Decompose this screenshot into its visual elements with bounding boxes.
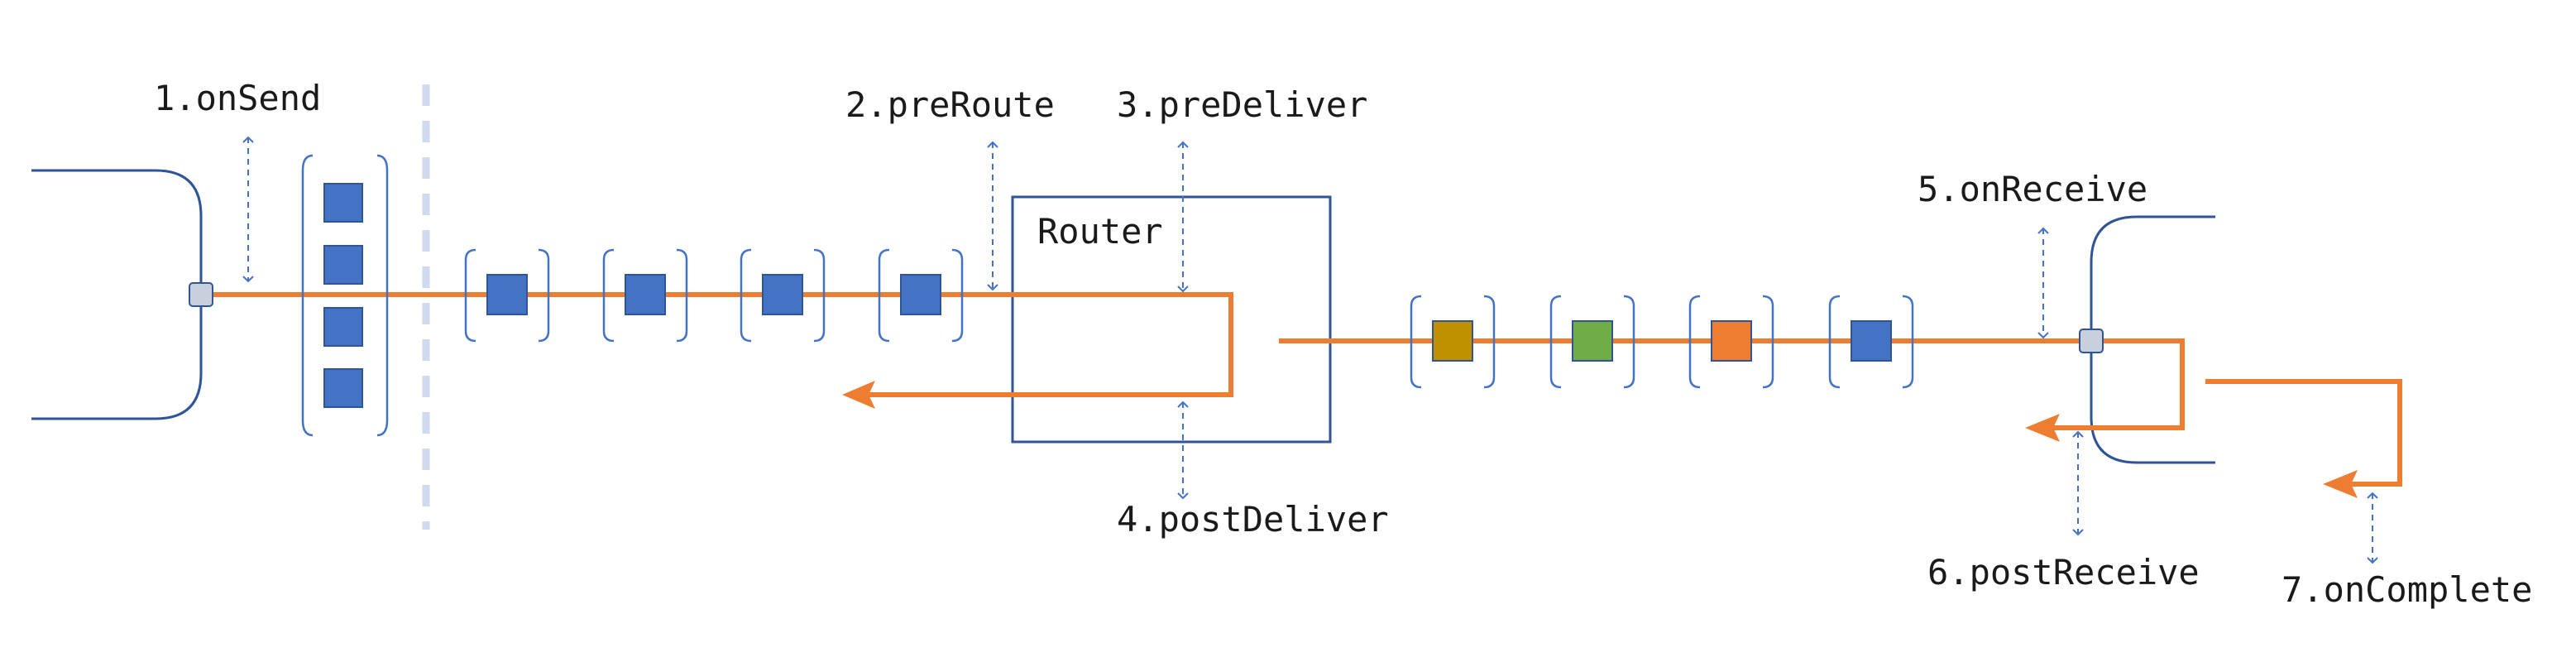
receiver-connector bbox=[2079, 329, 2104, 353]
sender-buffer-bracket-left bbox=[301, 154, 314, 437]
inbound-message-orange bbox=[1688, 295, 1774, 389]
inbound-message-gold bbox=[1410, 295, 1496, 389]
on-receive-label: 5.onReceive bbox=[1918, 169, 2147, 209]
completion-arrowhead bbox=[2323, 470, 2358, 498]
sender-endpoint bbox=[31, 169, 203, 420]
inbound-message-blue bbox=[1828, 295, 1914, 389]
buffered-message bbox=[323, 245, 363, 285]
outbound-flow-line bbox=[201, 292, 1233, 397]
completion-flow-line bbox=[2205, 379, 2402, 487]
router-box bbox=[1011, 195, 1332, 444]
outbound-return-arrowhead bbox=[842, 381, 875, 409]
sender-connector bbox=[189, 282, 213, 307]
post-receive-label: 6.postReceive bbox=[1927, 552, 2200, 592]
inbound-message-queue bbox=[1410, 295, 1914, 389]
pre-route-label: 2.preRoute bbox=[845, 84, 1055, 125]
outbound-message bbox=[740, 248, 826, 343]
pre-deliver-label: 3.preDeliver bbox=[1117, 84, 1367, 125]
outbound-message-queue bbox=[464, 248, 964, 343]
post-deliver-label: 4.postDeliver bbox=[1117, 499, 1389, 540]
outbound-message bbox=[878, 248, 964, 343]
buffered-message bbox=[323, 307, 363, 347]
sender-buffer bbox=[301, 154, 389, 437]
buffered-message bbox=[323, 368, 363, 408]
inbound-message-green bbox=[1549, 295, 1635, 389]
inbound-return-arrowhead bbox=[2025, 414, 2060, 442]
outbound-message bbox=[602, 248, 688, 343]
sender-buffer-bracket-right bbox=[376, 154, 389, 437]
on-complete-label: 7.onComplete bbox=[2282, 569, 2532, 610]
buffered-message bbox=[323, 183, 363, 223]
on-send-label: 1.onSend bbox=[154, 78, 321, 118]
outbound-message bbox=[464, 248, 550, 343]
router-label: Router bbox=[1037, 211, 1163, 252]
